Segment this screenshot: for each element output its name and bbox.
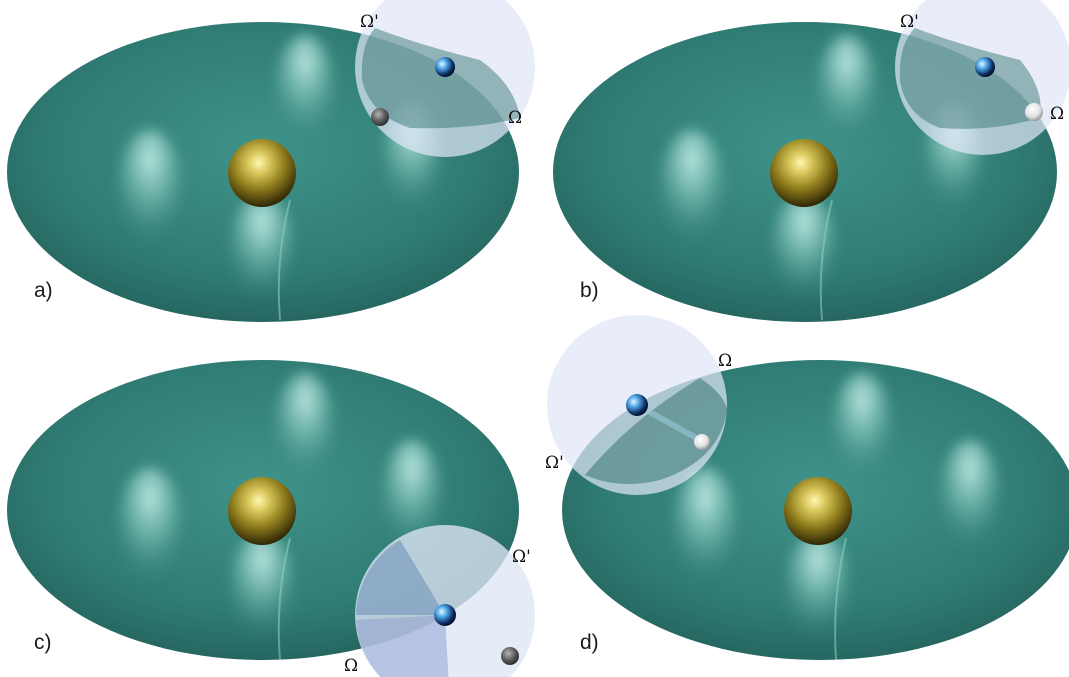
white-sphere <box>694 434 710 450</box>
ridge-line <box>834 537 847 661</box>
central-sphere <box>770 139 838 207</box>
central-sphere <box>228 477 296 545</box>
panel-c: Ω' Ω c) <box>7 360 535 677</box>
omega-prime-label: Ω' <box>512 547 531 567</box>
potential-peaks <box>673 373 1000 643</box>
ridge-line <box>277 537 291 661</box>
rotating-disk <box>895 0 1069 155</box>
disk-lower-shadow <box>356 615 449 677</box>
panel-b: Ω' Ω b) <box>553 0 1069 322</box>
omega-label: Ω <box>344 656 358 676</box>
disk-inner-shadow <box>356 540 445 615</box>
omega-prime-label: Ω' <box>900 12 919 32</box>
disk-overlap-shadow <box>899 28 1041 129</box>
panel-label: d) <box>580 631 599 654</box>
disk-beam <box>635 402 702 443</box>
omega-prime-label: Ω' <box>545 453 564 473</box>
white-sphere <box>1025 103 1043 121</box>
panel-label: b) <box>580 279 599 302</box>
rotating-disk <box>355 0 535 157</box>
blue-sphere <box>975 57 995 77</box>
panel-a: Ω' Ω a) <box>7 0 535 322</box>
ridge-line <box>277 199 291 321</box>
central-sphere <box>228 139 296 207</box>
disk-overlap-shadow <box>361 28 520 129</box>
omega-prime-label: Ω' <box>360 12 379 32</box>
central-sphere <box>784 477 852 545</box>
omega-label: Ω <box>508 108 522 128</box>
omega-label: Ω <box>1050 104 1064 124</box>
grey-sphere <box>501 647 519 665</box>
grey-sphere <box>371 108 389 126</box>
potential-peaks <box>118 373 442 643</box>
blue-sphere <box>626 394 648 416</box>
omega-label: Ω <box>718 351 732 371</box>
disk-overlap-shadow <box>585 378 727 484</box>
blue-sphere <box>435 57 455 77</box>
panel-label: c) <box>34 631 52 654</box>
panel-label: a) <box>34 279 53 302</box>
panel-d: Ω Ω' d) <box>545 315 1069 661</box>
ridge-line <box>819 199 833 321</box>
blue-sphere <box>434 604 456 626</box>
